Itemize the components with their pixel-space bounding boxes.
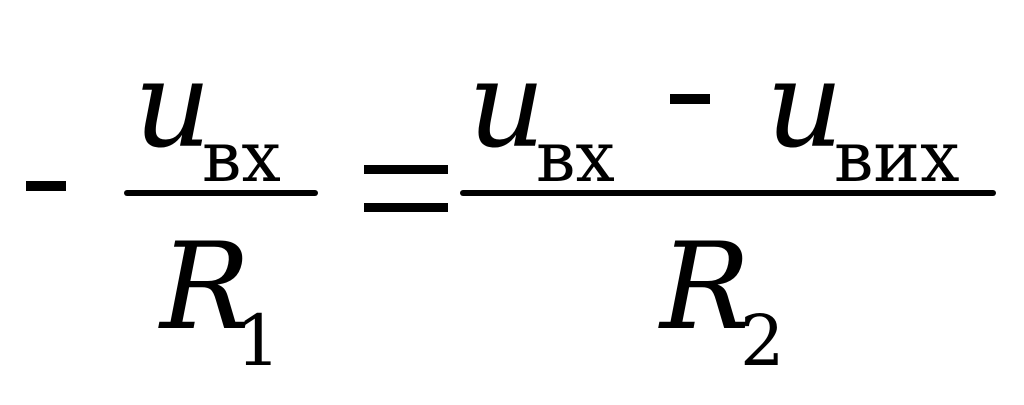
lhs-numerator-symbol: u	[134, 36, 212, 175]
rhs-term1-symbol: u	[468, 36, 546, 175]
rhs-term2-subscript: вих	[834, 116, 960, 198]
rhs-fraction-bar	[460, 190, 996, 196]
rhs-minus-operator	[670, 94, 710, 104]
lhs-fraction-bar	[124, 190, 318, 196]
equals-sign-bottom-stroke	[364, 203, 448, 212]
rhs-term2-symbol: u	[766, 36, 844, 175]
lhs-denominator-symbol: R	[160, 218, 251, 357]
lhs-numerator-subscript: вх	[202, 116, 281, 198]
leading-minus-sign	[26, 181, 66, 191]
lhs-denominator-subscript: 1	[236, 300, 281, 382]
rhs-term1-subscript: вх	[536, 116, 615, 198]
rhs-denominator-subscript: 2	[740, 300, 785, 382]
rhs-denominator-symbol: R	[660, 218, 751, 357]
equals-sign-top-stroke	[364, 165, 448, 174]
